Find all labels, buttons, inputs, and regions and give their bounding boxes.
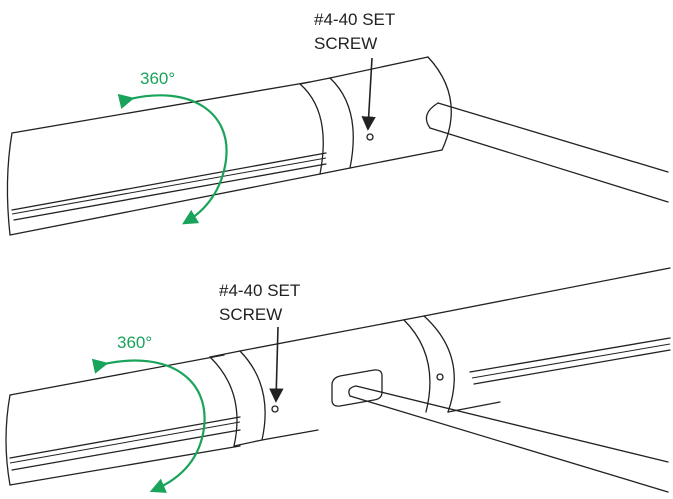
- top-set-screw-callout: #4-40 SET SCREW: [314, 10, 395, 131]
- top-rotation-arrow-icon: [117, 93, 228, 225]
- top-end-cap: [329, 56, 452, 169]
- top-pointer-arrow-icon: [361, 57, 376, 131]
- bottom-set-screw-hole: [271, 405, 279, 413]
- top-rotation-indicator: 360°: [117, 69, 228, 225]
- bottom-housing-screw-hole: [436, 373, 444, 381]
- bottom-set-screw-label-line2: SCREW: [219, 305, 282, 324]
- bottom-rotation-indicator: 360°: [91, 333, 206, 493]
- bottom-assembly: #4-40 SET SCREW 360°: [5, 267, 671, 493]
- bottom-rotation-arrow-icon: [91, 358, 206, 493]
- top-rotation-label: 360°: [140, 69, 175, 88]
- top-collar-left: [299, 77, 354, 175]
- bottom-tube-right: [423, 267, 671, 413]
- top-assembly: #4-40 SET SCREW 360°: [6, 10, 669, 236]
- top-set-screw-label-line2: SCREW: [314, 34, 377, 53]
- bottom-pointer-arrow-icon: [269, 326, 284, 403]
- bottom-rotation-label: 360°: [117, 333, 152, 352]
- bottom-set-screw-callout: #4-40 SET SCREW: [219, 281, 300, 403]
- top-set-screw-hole: [366, 133, 374, 141]
- top-set-screw-label-line1: #4-40 SET: [314, 10, 395, 29]
- bottom-rod: [348, 385, 669, 493]
- top-rod: [425, 102, 669, 203]
- bottom-collar: [209, 350, 266, 447]
- top-tube-body: [6, 81, 327, 236]
- bottom-rod-slot: [331, 369, 383, 407]
- bottom-set-screw-label-line1: #4-40 SET: [219, 281, 300, 300]
- bottom-center-housing: [239, 315, 455, 441]
